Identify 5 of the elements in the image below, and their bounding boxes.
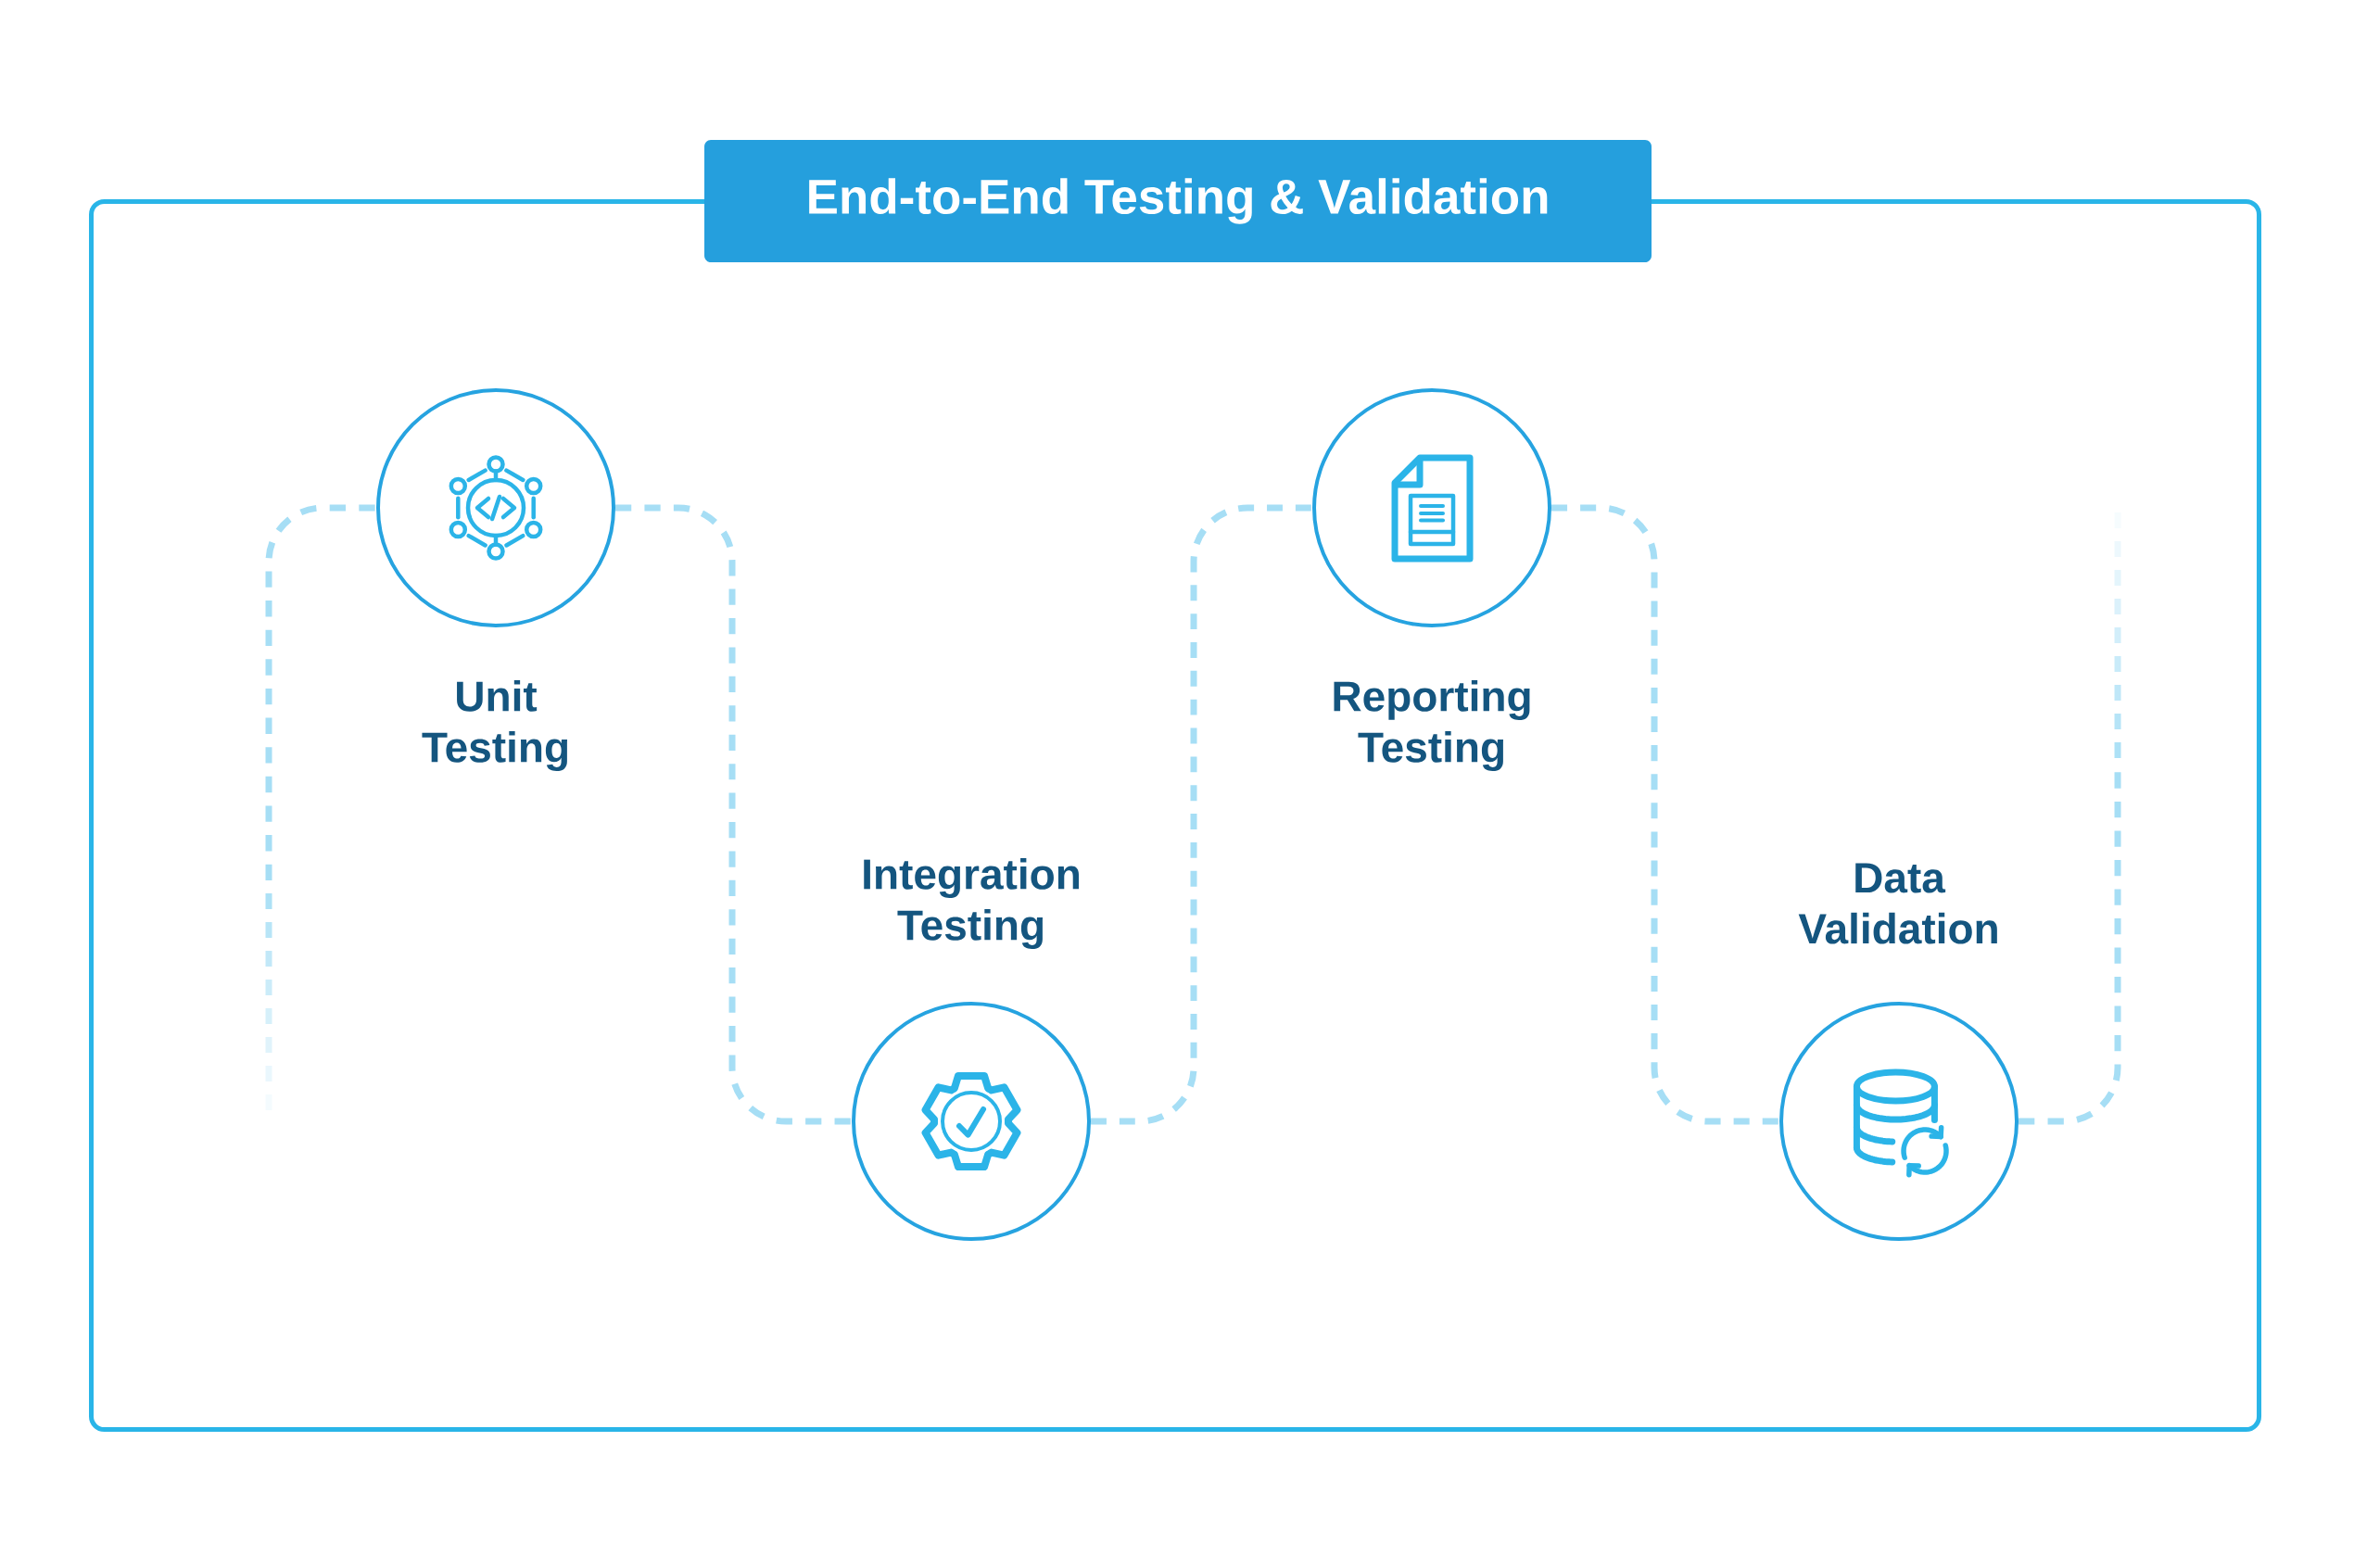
step-label: Unit Testing (422, 679, 567, 772)
step-label: Integration Testing (864, 858, 1079, 950)
step-label: Data Validation (1798, 863, 1997, 944)
title-banner: End-to-End Testing & Validation (704, 140, 1652, 262)
step-label: Reporting Testing (1334, 679, 1530, 772)
